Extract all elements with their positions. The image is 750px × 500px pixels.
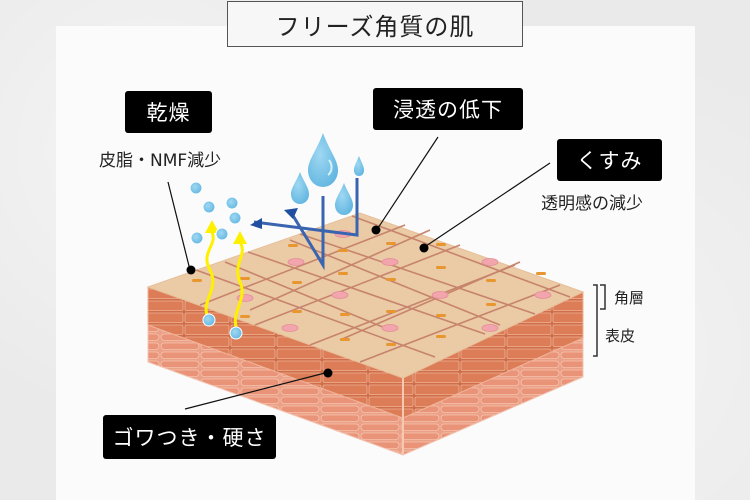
roughness-heading: ゴワつき・硬さ	[112, 426, 267, 450]
roughness-label: ゴワつき・硬さ	[103, 415, 276, 459]
penetration-heading: 浸透の低下	[393, 98, 503, 122]
title-text: フリーズ角質の肌	[275, 12, 475, 41]
dullness-heading: くすみ	[576, 149, 643, 173]
droplet-left	[291, 172, 309, 204]
layer-brackets	[593, 284, 606, 357]
leader-dots	[186, 225, 429, 378]
penetration-label: 浸透の低下	[373, 88, 523, 130]
water-bubbles	[189, 181, 243, 340]
droplet-mid	[335, 183, 353, 215]
cell-grid	[195, 215, 571, 363]
penetration-arrows	[253, 178, 359, 271]
droplet-large	[308, 133, 338, 187]
cell-nuclei	[192, 242, 546, 346]
dullness-label: くすみ	[557, 139, 662, 181]
diagram-title: フリーズ角質の肌	[227, 1, 523, 47]
stratum-corneum-label: 角層	[614, 289, 645, 307]
epidermis-label: 表皮	[605, 327, 636, 345]
epidermis-bracket	[593, 284, 598, 357]
corneum-bracket	[600, 284, 606, 310]
blue-arrowhead-1	[284, 208, 298, 219]
blue-arrowhead-2	[250, 218, 262, 229]
leader-lines	[167, 136, 551, 410]
evaporation-arrows	[204, 231, 244, 331]
yellow-arrowhead-1	[205, 220, 219, 233]
yellow-arrowhead-2	[233, 231, 247, 244]
dullness-subtext: 透明感の減少	[541, 194, 643, 214]
dryness-heading: 乾燥	[146, 101, 191, 125]
droplet-small	[354, 156, 364, 176]
dryness-subtext: 皮脂・NMF減少	[99, 151, 222, 171]
water-droplets	[291, 133, 364, 215]
dryness-label: 乾燥	[125, 91, 212, 133]
